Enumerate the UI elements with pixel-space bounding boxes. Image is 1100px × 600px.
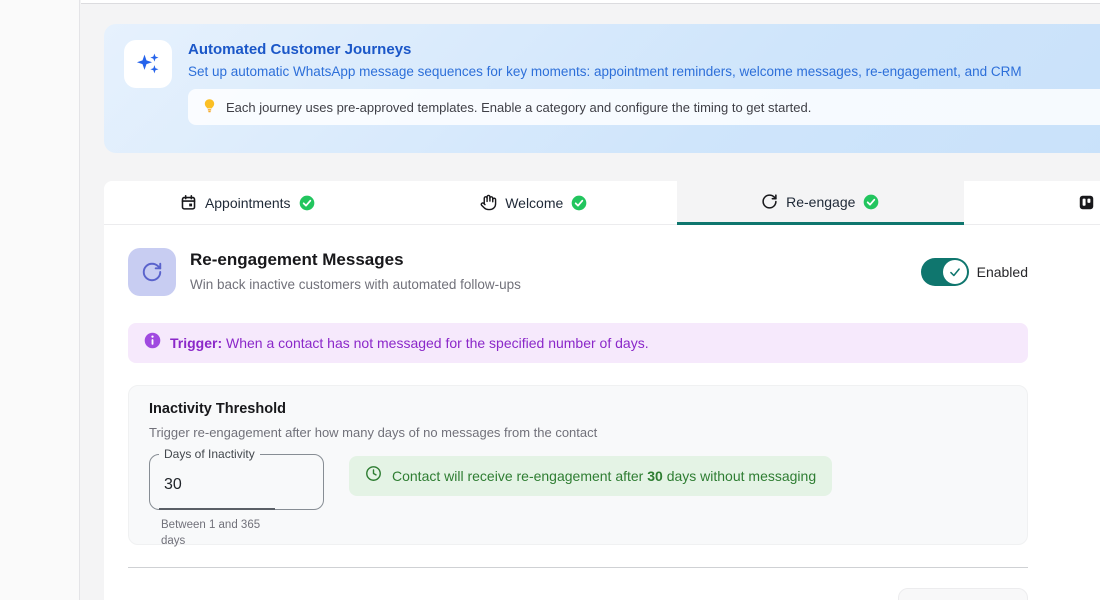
hand-icon: [480, 194, 497, 211]
toggle-label: Enabled: [976, 264, 1028, 280]
note-prefix: Contact will receive re-engagement after: [392, 468, 644, 484]
tip-box: Each journey uses pre-approved templates…: [188, 89, 1100, 126]
field-underline: [159, 508, 275, 510]
threshold-row: Days of Inactivity Between 1 and 365 day…: [149, 447, 1007, 549]
check-badge-icon: [571, 195, 587, 211]
toggle-knob: [942, 260, 967, 284]
tab-appointments[interactable]: Appointments: [104, 181, 391, 225]
main-content: Automated Customer Journeys Set up autom…: [104, 24, 1100, 600]
collapsed-sidebar: [0, 0, 80, 600]
sparkles-icon: [124, 40, 172, 88]
tab-label: Appointments: [204, 194, 291, 211]
section-titles: Re-engagement Messages Win back inactive…: [190, 248, 921, 292]
days-of-inactivity-field: Days of Inactivity: [149, 447, 324, 510]
save-button[interactable]: [898, 588, 1028, 600]
tab-label: Welcome: [505, 194, 564, 211]
section-divider: [128, 567, 1028, 568]
note-days-value: 30: [647, 468, 663, 484]
inactivity-threshold-panel: Inactivity Threshold Trigger re-engageme…: [128, 385, 1028, 547]
banner-text-block: Automated Customer Journeys Set up autom…: [188, 40, 1100, 126]
clock-icon: [365, 465, 382, 487]
calendar-icon: [180, 194, 197, 211]
enable-toggle-group: Enabled: [920, 258, 1028, 286]
section-title: Re-engagement Messages: [190, 250, 404, 269]
field-helper-text: Between 1 and 365 days: [161, 519, 261, 548]
check-badge-icon: [299, 195, 315, 211]
panel-description: Trigger re-engagement after how many day…: [149, 425, 598, 440]
tip-text: Each journey uses pre-approved templates…: [226, 99, 812, 115]
top-divider: [81, 0, 1100, 4]
tab-crm[interactable]: CRM: [963, 181, 1100, 225]
tab-welcome[interactable]: Welcome: [390, 181, 677, 225]
note-suffix: days without messaging: [666, 468, 817, 484]
tab-re-engage[interactable]: Re-engage: [677, 181, 964, 225]
trigger-description: When a contact has not messaged for the …: [226, 335, 649, 351]
lightbulb-icon: [202, 98, 217, 116]
trigger-label: Trigger:: [170, 335, 223, 351]
journey-tabs: Appointments Welcome: [104, 181, 1100, 225]
re-engagement-note: Contact will receive re-engagement after…: [349, 456, 833, 496]
refresh-icon: [128, 248, 176, 296]
journeys-banner: Automated Customer Journeys Set up autom…: [104, 24, 1100, 153]
field-label: Days of Inactivity: [159, 447, 260, 461]
tab-label: Re-engage: [786, 193, 856, 210]
banner-title: Automated Customer Journeys: [188, 41, 412, 58]
enable-toggle[interactable]: [920, 258, 969, 286]
trigger-banner: Trigger: When a contact has not messaged…: [128, 323, 1028, 363]
banner-subtitle: Set up automatic WhatsApp message sequen…: [188, 64, 1022, 80]
days-field-group: Days of Inactivity Between 1 and 365 day…: [149, 447, 324, 549]
panel-title: Inactivity Threshold: [149, 401, 286, 417]
re-engage-panel: Re-engagement Messages Win back inactive…: [104, 225, 1100, 600]
trigger-text: Trigger: When a contact has not messaged…: [170, 335, 649, 351]
section-subtitle: Win back inactive customers with automat…: [190, 277, 521, 292]
days-input[interactable]: [150, 455, 323, 509]
section-header: Re-engagement Messages Win back inactive…: [128, 248, 1028, 296]
note-text: Contact will receive re-engagement after…: [392, 468, 816, 484]
info-icon: [144, 332, 161, 354]
check-badge-icon: [863, 194, 879, 210]
kanban-icon: [1078, 194, 1095, 211]
panel-content: Re-engagement Messages Win back inactive…: [128, 248, 1028, 600]
rotate-icon: [761, 193, 778, 210]
